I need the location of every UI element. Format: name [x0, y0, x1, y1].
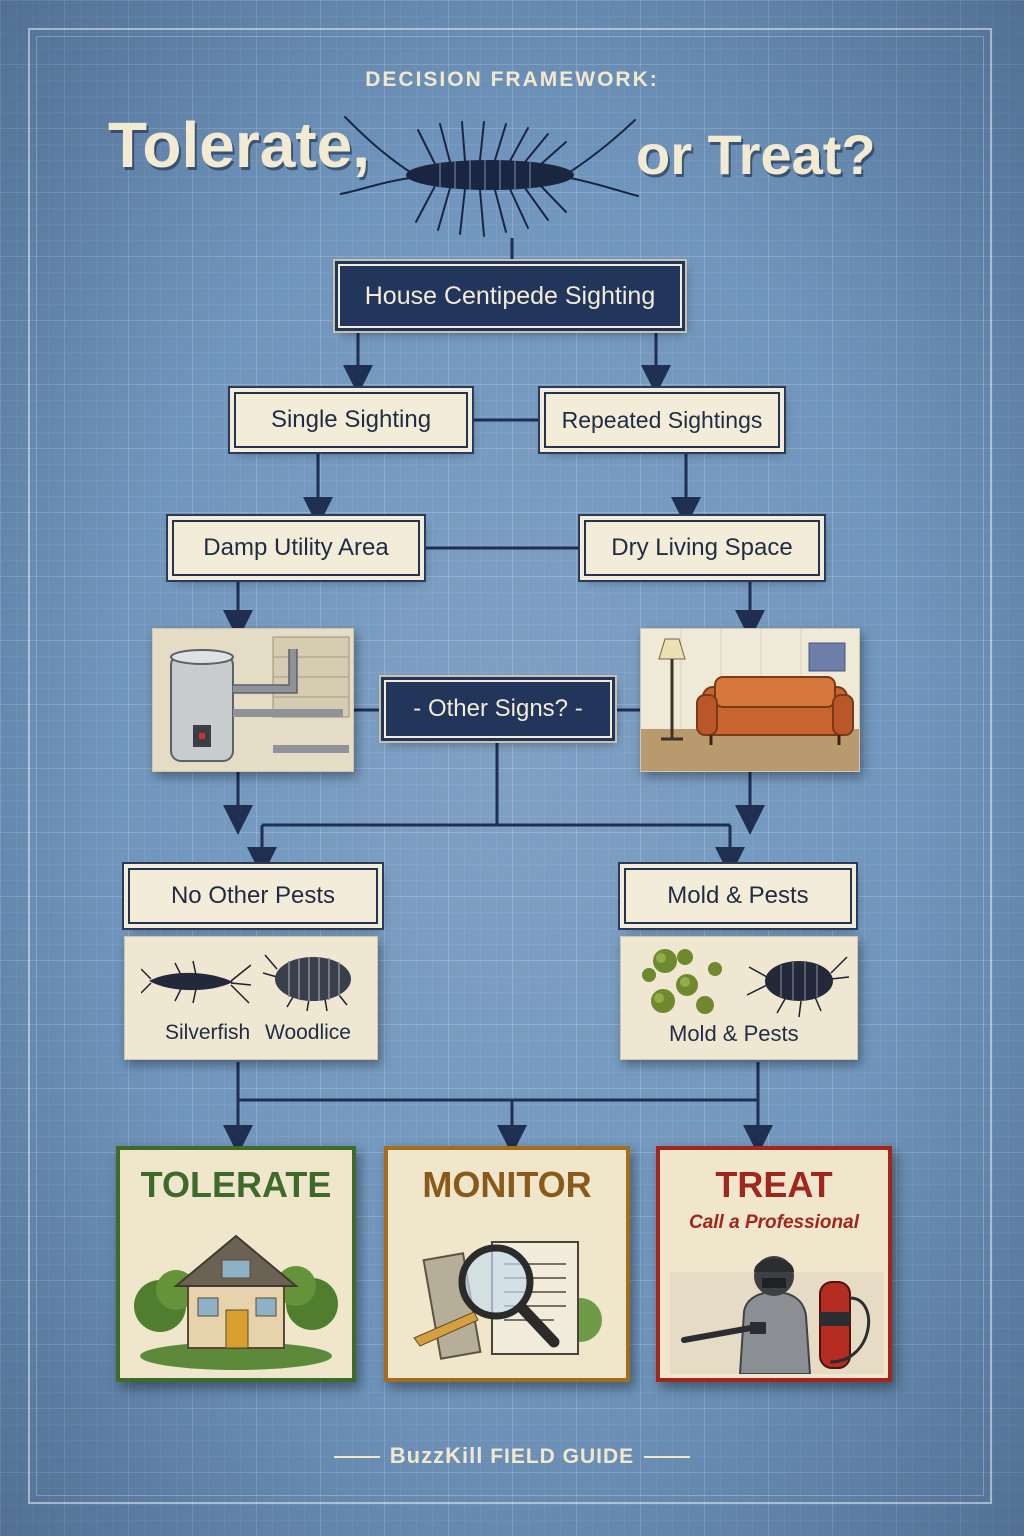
- no-other-pests-panel: Silverfish Woodlice: [124, 936, 378, 1060]
- pest-icon: [746, 956, 849, 1018]
- footer-rule-left: [333, 1456, 380, 1459]
- utility-area-panel: [152, 628, 354, 772]
- node-dry-living: Dry Living Space: [584, 520, 820, 576]
- label-silverfish: Silverfish: [165, 1021, 251, 1044]
- water-heater-icon: [170, 636, 350, 762]
- node-root: House Centipede Sighting: [338, 264, 682, 328]
- inner-frame: [36, 36, 984, 1496]
- title-left: Tolerate,: [108, 109, 370, 181]
- mold-icon: [642, 949, 722, 1014]
- outcome-monitor-title: MONITOR: [422, 1164, 592, 1205]
- footer-brand-name: BuzzKill: [389, 1443, 484, 1468]
- magnifier-icon: [413, 1241, 602, 1360]
- title-right: or Treat?: [636, 123, 876, 186]
- woodlice-icon: [263, 954, 351, 1012]
- outcome-tolerate: TOLERATE: [116, 1146, 356, 1382]
- footer-brand: BuzzKill FIELD GUIDE: [0, 1443, 1024, 1469]
- footer-brand-suffix: FIELD GUIDE: [490, 1445, 635, 1468]
- node-other-signs: - Other Signs? -: [384, 680, 612, 738]
- mold-pests-panel: Mold & Pests: [620, 936, 858, 1060]
- footer-rule-right: [644, 1456, 691, 1459]
- outcome-treat-title: TREAT: [715, 1164, 833, 1205]
- page-subtitle: DECISION FRAMEWORK:: [365, 68, 659, 91]
- node-repeated-sightings: Repeated Sightings: [544, 392, 780, 448]
- living-space-panel: [640, 628, 860, 772]
- label-mold-pests: Mold & Pests: [669, 1021, 799, 1046]
- outcome-treat: TREAT Call a Professional: [656, 1146, 892, 1382]
- node-damp-utility: Damp Utility Area: [172, 520, 420, 576]
- house-icon: [134, 1234, 338, 1370]
- outer-frame: [28, 28, 992, 1504]
- silverfish-icon: [141, 960, 251, 1004]
- node-single-sighting: Single Sighting: [234, 392, 468, 448]
- outcome-monitor: MONITOR: [384, 1146, 630, 1382]
- outcome-treat-subtitle: Call a Professional: [688, 1212, 859, 1233]
- centipede-icon: [340, 116, 639, 237]
- node-mold-pests: Mold & Pests: [624, 868, 852, 924]
- exterminator-icon: [670, 1256, 884, 1374]
- sofa-icon: [641, 629, 859, 771]
- outcome-tolerate-title: TOLERATE: [140, 1164, 332, 1205]
- label-woodlice: Woodlice: [265, 1021, 351, 1044]
- node-no-other-pests: No Other Pests: [128, 868, 378, 924]
